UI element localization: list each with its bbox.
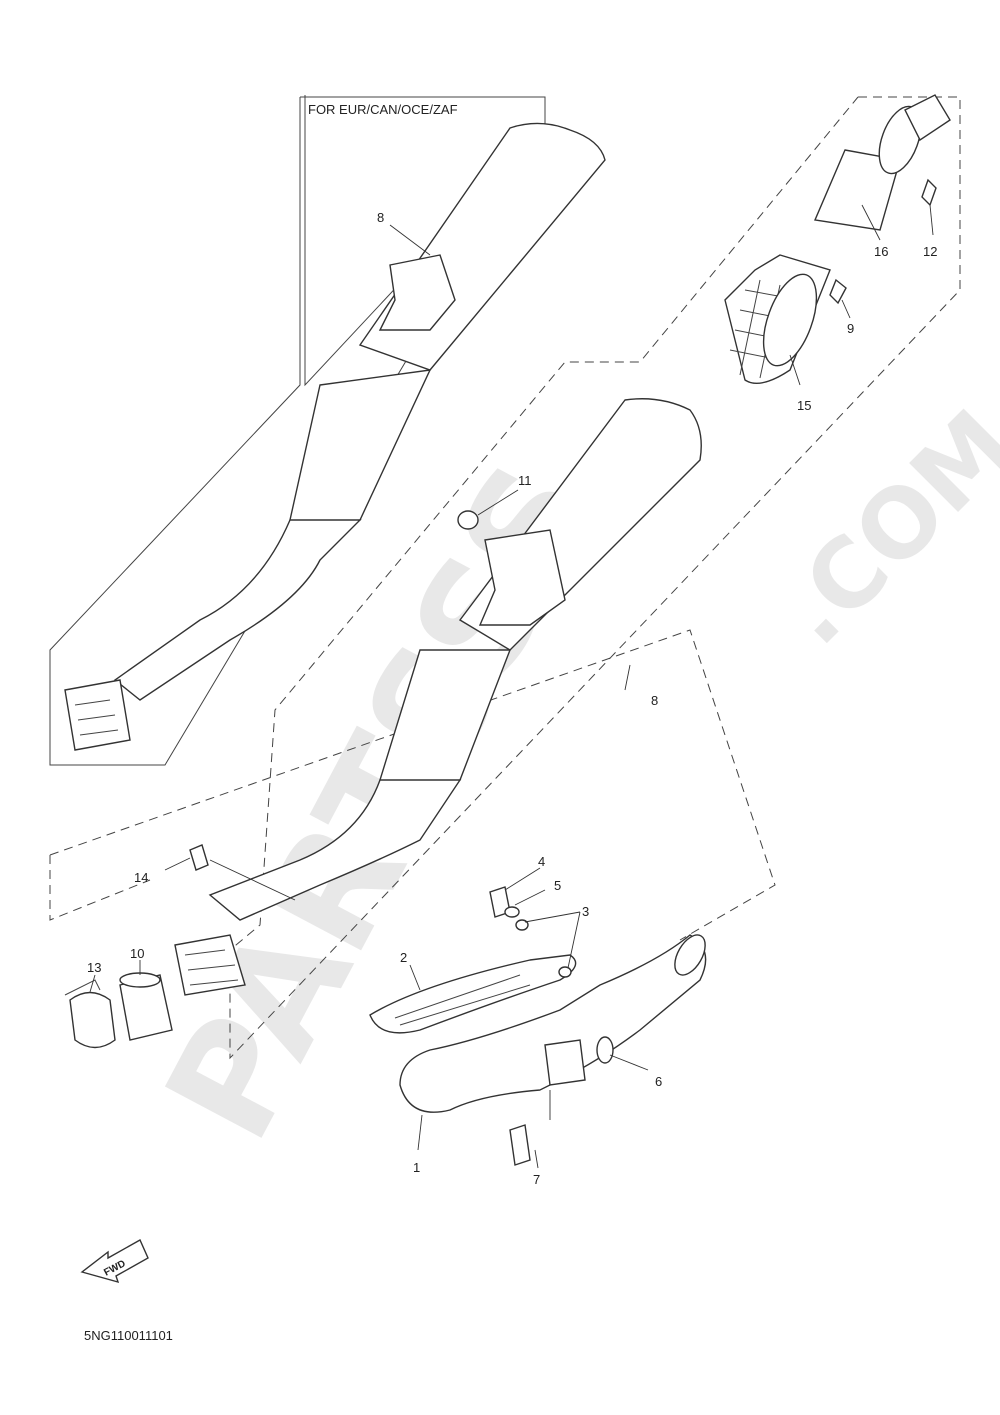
region-title: FOR EUR/CAN/OCE/ZAF [308, 102, 458, 117]
muffler-main-inlet [174, 934, 246, 996]
leader-1 [417, 1114, 423, 1151]
callout-5: 5 [554, 878, 561, 893]
leader-5 [514, 889, 546, 906]
diagram-code: 5NG110011101 [84, 1328, 173, 1343]
callout-8-eur: 8 [377, 210, 384, 225]
muffler-eur-pipe [113, 519, 362, 701]
leader-12 [929, 204, 934, 236]
part-2-protector [369, 954, 577, 1034]
callout-10: 10 [130, 946, 144, 961]
part-2-slots [394, 974, 531, 1026]
leader-7 [534, 1090, 551, 1169]
muffler-main-inlet-slots [184, 949, 239, 986]
callout-2: 2 [400, 950, 407, 965]
callout-3: 3 [582, 904, 589, 919]
part-1-pipe-end [674, 934, 706, 976]
callout-6: 6 [655, 1074, 662, 1089]
muffler-main [174, 398, 702, 996]
callout-7: 7 [533, 1172, 540, 1187]
muffler-main-pipe [208, 779, 462, 921]
leader-2 [409, 964, 421, 991]
part-15-flange [762, 273, 818, 367]
muffler-eur-bracket [378, 254, 456, 331]
leader-15 [789, 354, 801, 386]
part-10-gasket-end [119, 972, 161, 988]
part-9-screw [829, 278, 847, 305]
part-3-washer-a [515, 919, 529, 931]
callout-8-main: 8 [651, 693, 658, 708]
part-1-exhaust-pipe [399, 934, 707, 1113]
leader-14 [164, 857, 296, 901]
part-11-grommet [457, 510, 479, 530]
region-box-headpipe [49, 629, 776, 941]
muffler-eur [64, 122, 606, 751]
callout-4: 4 [538, 854, 545, 869]
leader-3 [524, 911, 581, 969]
leader-8a [389, 224, 431, 256]
part-15-mesh [729, 279, 801, 379]
callout-12: 12 [923, 244, 937, 259]
part-13-clamp-bolt [64, 979, 101, 996]
part-6-gasket [596, 1036, 614, 1064]
callout-9: 9 [847, 321, 854, 336]
leader-lines [89, 204, 934, 1169]
leader-13 [89, 974, 96, 993]
part-7-bolt [509, 1124, 531, 1166]
leader-6 [609, 1054, 649, 1071]
callout-14: 14 [134, 870, 148, 885]
region-box-main [229, 96, 961, 1060]
fwd-arrow-icon: FWD [80, 1239, 149, 1284]
callout-15: 15 [797, 398, 811, 413]
fwd-arrow-shape [80, 1239, 149, 1284]
part-16-tip [904, 94, 951, 142]
part-12-screw [921, 178, 937, 207]
leader-9 [841, 299, 851, 319]
leader-8b [624, 664, 631, 691]
callout-16: 16 [874, 244, 888, 259]
muffler-eur-body [358, 122, 606, 371]
part-13-clamp [69, 991, 116, 1049]
silencer-parts [457, 94, 951, 530]
leader-4 [504, 867, 541, 891]
part-3-washer-b [558, 966, 572, 978]
headpipe-parts [64, 844, 707, 1166]
muffler-eur-inlet [64, 679, 131, 751]
callout-13: 13 [87, 960, 101, 975]
part-14-bolt [189, 844, 209, 871]
part-5-washer [504, 906, 520, 918]
callout-11: 11 [518, 473, 532, 488]
part-1-flange [544, 1039, 586, 1086]
watermark-suffix: .COM [758, 390, 1000, 667]
muffler-main-bracket [478, 529, 566, 626]
leader-16 [861, 204, 881, 241]
muffler-eur-cone [289, 369, 432, 531]
callout-labels: 8 16 12 9 15 11 8 14 4 5 3 2 10 13 6 1 7 [87, 210, 937, 1187]
leader-11 [477, 489, 519, 516]
callout-1: 1 [413, 1160, 420, 1175]
muffler-eur-inlet-slots [74, 699, 119, 736]
